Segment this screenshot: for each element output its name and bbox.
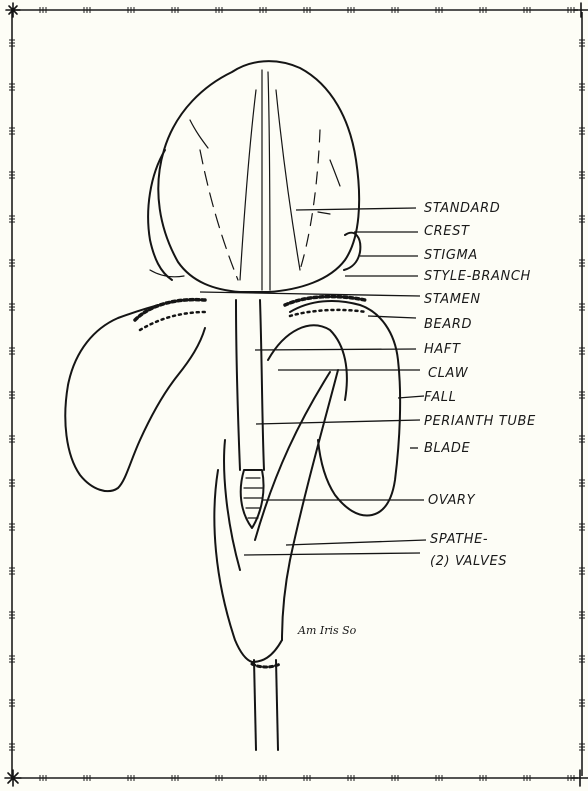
corner-bottom-left-icon [5, 770, 21, 786]
iris-drawing [65, 61, 400, 750]
spathe-valve-left [214, 470, 252, 662]
label-beard: BEARD [424, 317, 472, 332]
ovary [241, 470, 264, 528]
artist-signature: Am Iris So [297, 624, 357, 637]
label-crest: CREST [424, 224, 470, 239]
label-blade: BLADE [424, 441, 470, 456]
corner-bottom-right-icon [572, 770, 588, 786]
right-fall-petal [290, 301, 400, 516]
label-stigma: STIGMA [424, 248, 478, 263]
spathe-valve-right [282, 370, 338, 640]
decorative-border [5, 3, 588, 786]
label-ovary: OVARY [428, 493, 476, 508]
corner-top-left-icon [6, 3, 20, 17]
label-standard: STANDARD [424, 201, 500, 216]
border-ornament-marks [9, 7, 585, 781]
leader-lines [200, 208, 426, 555]
label-valves: (2) VALVES [430, 554, 507, 569]
label-stamen: STAMEN [424, 292, 481, 307]
label-spathe: SPATHE- [430, 532, 488, 547]
label-style-branch: STYLE-BRANCH [424, 269, 531, 284]
left-fall-petal [65, 300, 205, 491]
perianth-tube [236, 300, 240, 470]
labels: STANDARD CREST STIGMA STYLE-BRANCH STAME… [424, 201, 536, 569]
label-perianth-tube: PERIANTH TUBE [424, 414, 536, 429]
label-haft: HAFT [424, 342, 461, 357]
corner-top-right-icon [574, 3, 588, 17]
label-fall: FALL [424, 390, 457, 405]
standard-petal [158, 61, 359, 292]
label-claw: CLAW [428, 366, 469, 381]
